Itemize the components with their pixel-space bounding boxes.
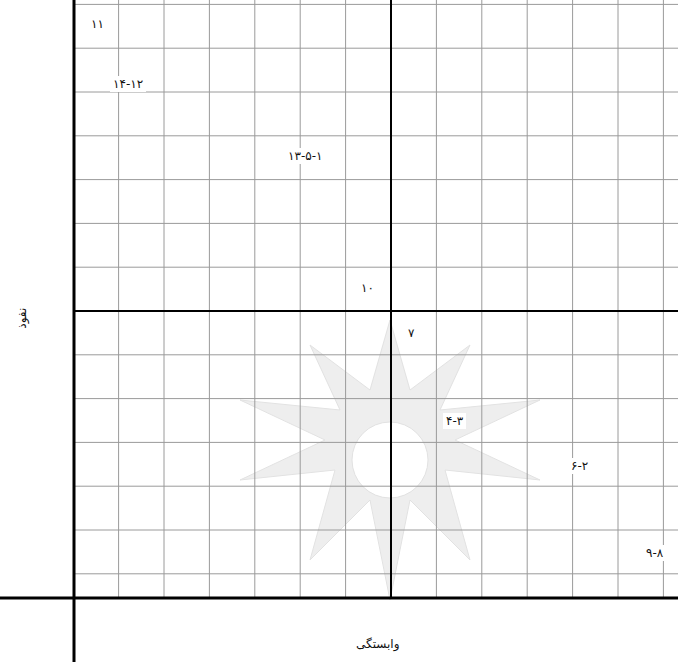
cluster-number: ۶-۲ bbox=[568, 458, 591, 474]
grid-line bbox=[75, 92, 678, 93]
grid-line bbox=[209, 0, 210, 597]
grid-line bbox=[300, 0, 301, 597]
grid-line bbox=[75, 398, 678, 399]
grid-line bbox=[527, 0, 528, 597]
grid-line bbox=[572, 0, 573, 597]
axis-title: نفوذ bbox=[14, 305, 30, 332]
cluster-number: ۱۴-۱۲ bbox=[110, 76, 146, 92]
grid-line bbox=[345, 0, 346, 597]
grid-line bbox=[75, 48, 678, 49]
grid-line bbox=[618, 0, 619, 597]
grid-line bbox=[75, 4, 678, 5]
grid-line bbox=[254, 0, 255, 597]
cluster-number: ۱۱ bbox=[88, 16, 107, 32]
cluster-number: ۹-۸ bbox=[643, 545, 666, 561]
grid-line bbox=[75, 442, 678, 443]
grid-line bbox=[75, 530, 678, 531]
cluster-number: ۱۰ bbox=[358, 280, 377, 296]
grid-line bbox=[436, 0, 437, 597]
grid-line bbox=[75, 223, 678, 224]
grid-line bbox=[164, 0, 165, 597]
cluster-number: ۴-۳ bbox=[443, 413, 466, 429]
grid-line bbox=[75, 573, 678, 574]
axis-title: وابستگی bbox=[353, 636, 402, 652]
grid-line bbox=[481, 0, 482, 597]
grid-line bbox=[75, 267, 678, 268]
cluster-number: ۷ bbox=[405, 325, 417, 341]
grid-line bbox=[75, 486, 678, 487]
grid-line bbox=[75, 354, 678, 355]
grid-line bbox=[75, 135, 678, 136]
grid-lines bbox=[75, 0, 678, 597]
cluster-number: ۱۳-۵-۱ bbox=[285, 148, 325, 164]
grid-line bbox=[75, 179, 678, 180]
grid-line bbox=[663, 0, 664, 597]
